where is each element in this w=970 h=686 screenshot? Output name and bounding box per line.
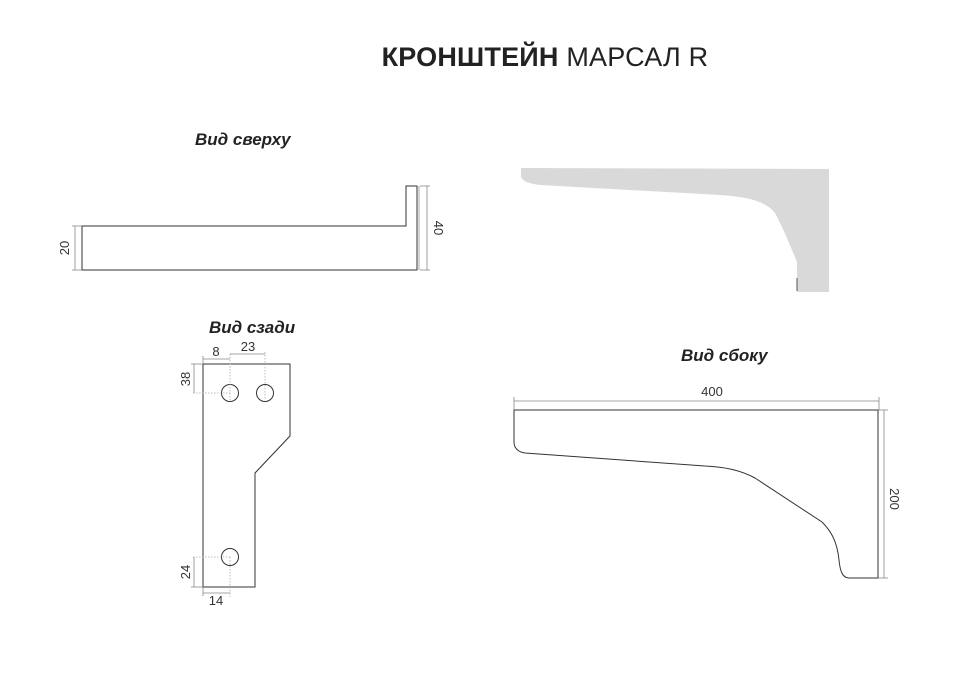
mounting-hole <box>256 384 274 402</box>
dim-back-24: 24 <box>178 565 193 579</box>
dim-back-8: 8 <box>212 344 219 359</box>
bracket-render <box>521 168 829 292</box>
dim-back-14: 14 <box>209 593 223 608</box>
back-view-drawing: 8 23 38 24 14 <box>178 339 291 608</box>
back-view-label: Вид сзади <box>209 318 296 337</box>
top-view-label: Вид сверху <box>195 130 291 149</box>
side-view-drawing: 400 200 <box>513 384 902 579</box>
dim-side-400: 400 <box>701 384 723 399</box>
dim-back-23: 23 <box>241 339 255 354</box>
dim-side-200: 200 <box>887 488 902 510</box>
top-view-drawing: 20 40 <box>57 185 446 271</box>
title-regular: МАРСАЛ R <box>566 42 709 72</box>
title-bold: КРОНШТЕЙН <box>381 42 559 72</box>
dim-top-20: 20 <box>57 241 72 255</box>
dim-top-40: 40 <box>431 221 446 235</box>
side-view-label: Вид сбоку <box>681 346 768 365</box>
drawing-title: КРОНШТЕЙН МАРСАЛ R <box>0 42 970 73</box>
dim-back-38: 38 <box>178 372 193 386</box>
